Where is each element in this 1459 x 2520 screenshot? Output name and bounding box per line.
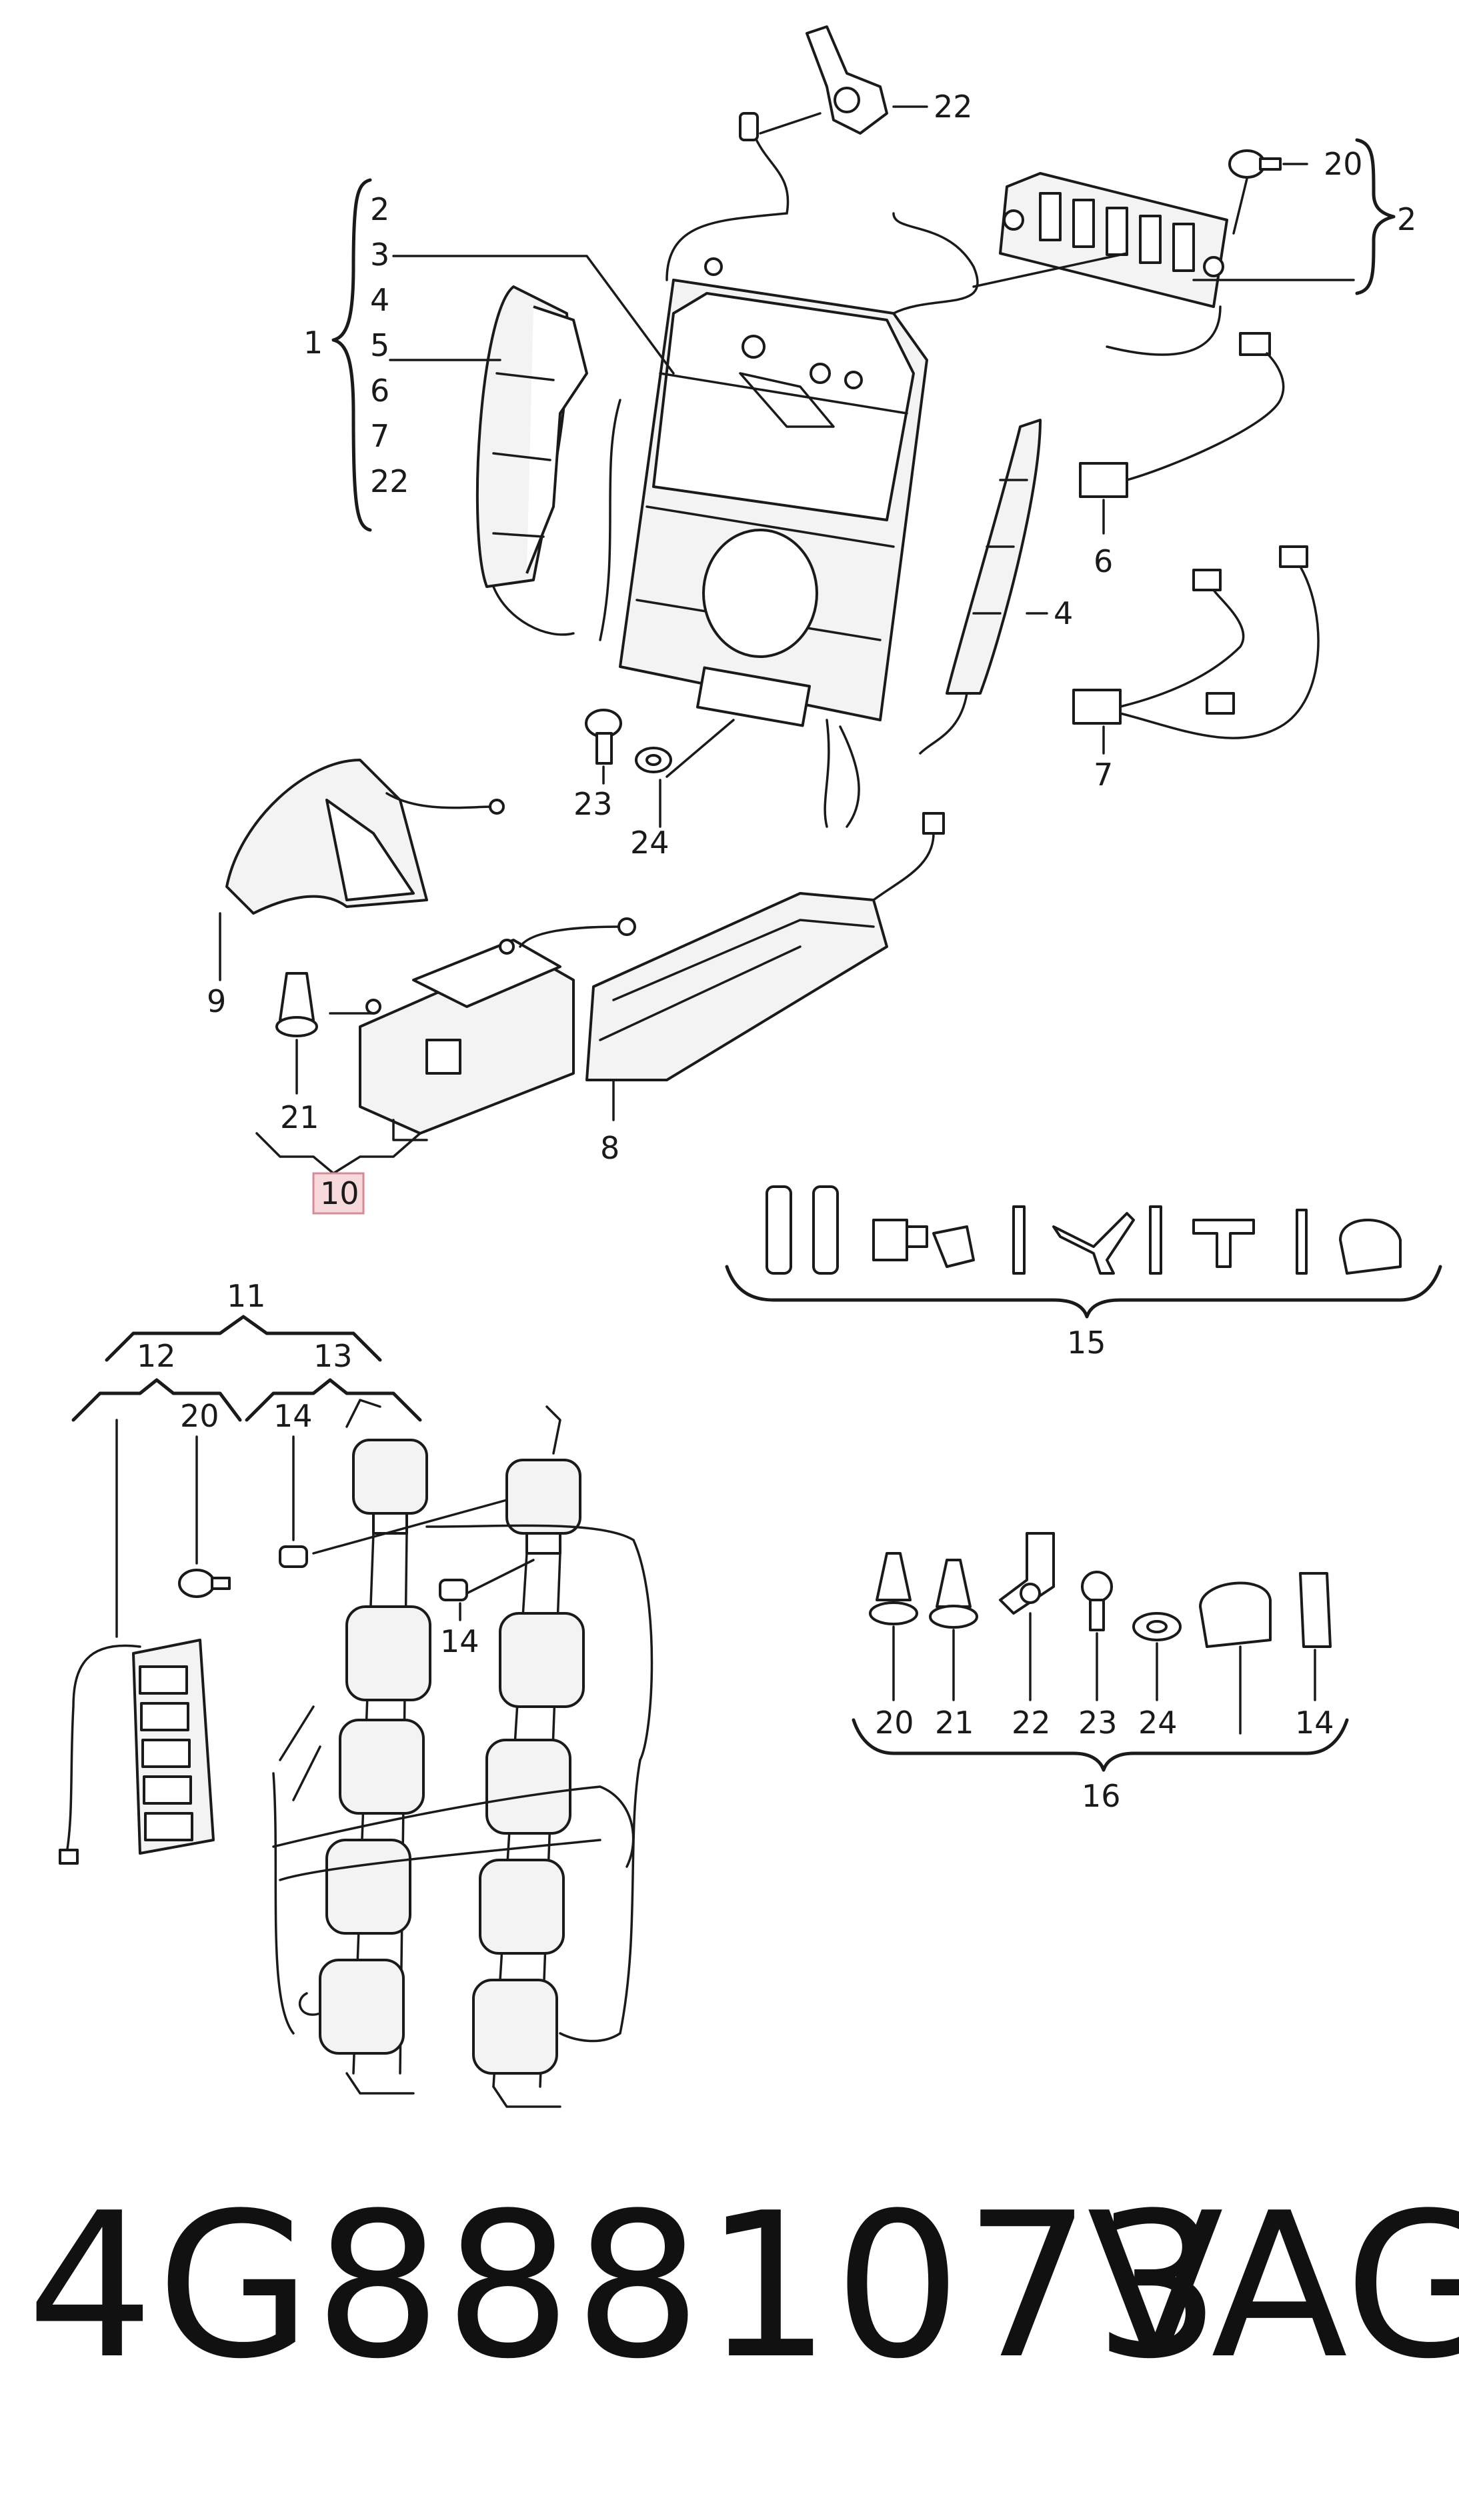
group1-item: 22 xyxy=(370,463,409,499)
pin-part-20-left xyxy=(178,1569,231,1598)
bolster-bladder-part-4 xyxy=(946,419,1042,695)
part-number: 4G8881073 xyxy=(27,2170,1224,2403)
group16-item: 14 xyxy=(1295,1705,1334,1741)
group1-item: 2 xyxy=(370,191,389,227)
callout-2-right: 2 xyxy=(1397,201,1416,237)
callout-7: 7 xyxy=(1094,757,1113,793)
mat-hose xyxy=(425,1524,653,1761)
clip-part-21 xyxy=(275,972,318,1037)
group1-item: 4 xyxy=(370,282,389,318)
clip-part-22-top xyxy=(739,25,888,141)
plug-part-14-a xyxy=(279,1545,308,1568)
massage-mat-part-13 xyxy=(319,1399,585,2108)
callout-1: 1 xyxy=(303,325,323,361)
group1-item: 6 xyxy=(370,373,389,409)
spare-parts-group-16 xyxy=(869,1532,1332,1648)
pin-part-20-top xyxy=(1228,149,1282,179)
panel-wire-right xyxy=(892,212,979,315)
callout-10: 10 xyxy=(320,1175,359,1211)
frame-rail-part-8 xyxy=(585,892,888,1081)
highlight-box-10 xyxy=(312,1172,365,1215)
valve-block-part-12 xyxy=(132,1639,215,1855)
callout-9: 9 xyxy=(207,983,226,1019)
seat-back-panel xyxy=(619,257,928,727)
callout-6: 6 xyxy=(1094,543,1113,579)
callout-20-top: 20 xyxy=(1324,146,1363,182)
callout-4: 4 xyxy=(1054,595,1073,631)
callout-12: 12 xyxy=(137,1338,176,1374)
callout-11: 11 xyxy=(227,1278,266,1314)
callout-23: 23 xyxy=(573,786,613,822)
callout-14-b: 14 xyxy=(440,1623,479,1659)
group16-item: 22 xyxy=(1012,1705,1051,1741)
group1-item: 3 xyxy=(370,237,389,273)
group16-item: 20 xyxy=(875,1705,914,1741)
washer-part-24 xyxy=(635,747,672,773)
callout-8: 8 xyxy=(600,1130,619,1166)
group16-item: 23 xyxy=(1078,1705,1118,1741)
callout-13: 13 xyxy=(313,1338,353,1374)
group1-item: 5 xyxy=(370,327,389,363)
callout-20-left: 20 xyxy=(180,1398,219,1434)
callout-24: 24 xyxy=(630,825,669,861)
fittings-group-15 xyxy=(766,1185,1402,1275)
panel-wire-left xyxy=(665,132,790,281)
wiring-harness-part-7 xyxy=(1072,545,1308,725)
valve-block-part-2 xyxy=(999,172,1228,308)
group16-item: 24 xyxy=(1138,1705,1178,1741)
screw-part-23 xyxy=(585,709,622,765)
connector-part-6 xyxy=(1079,332,1271,498)
group16-item: 21 xyxy=(935,1705,974,1741)
cover-part-9 xyxy=(225,759,428,915)
callout-21: 21 xyxy=(280,1099,319,1135)
callout-16: 16 xyxy=(1082,1778,1121,1814)
callout-22-top: 22 xyxy=(934,89,973,125)
plug-part-14-b xyxy=(439,1579,468,1601)
callout-14-a: 14 xyxy=(273,1398,313,1434)
pump-unit-part-10 xyxy=(359,939,575,1135)
group1-item: 7 xyxy=(370,418,389,454)
brand-name: VAG xyxy=(1087,2170,1459,2403)
air-bladder-part-5 xyxy=(475,285,588,588)
callout-15: 15 xyxy=(1067,1325,1106,1361)
